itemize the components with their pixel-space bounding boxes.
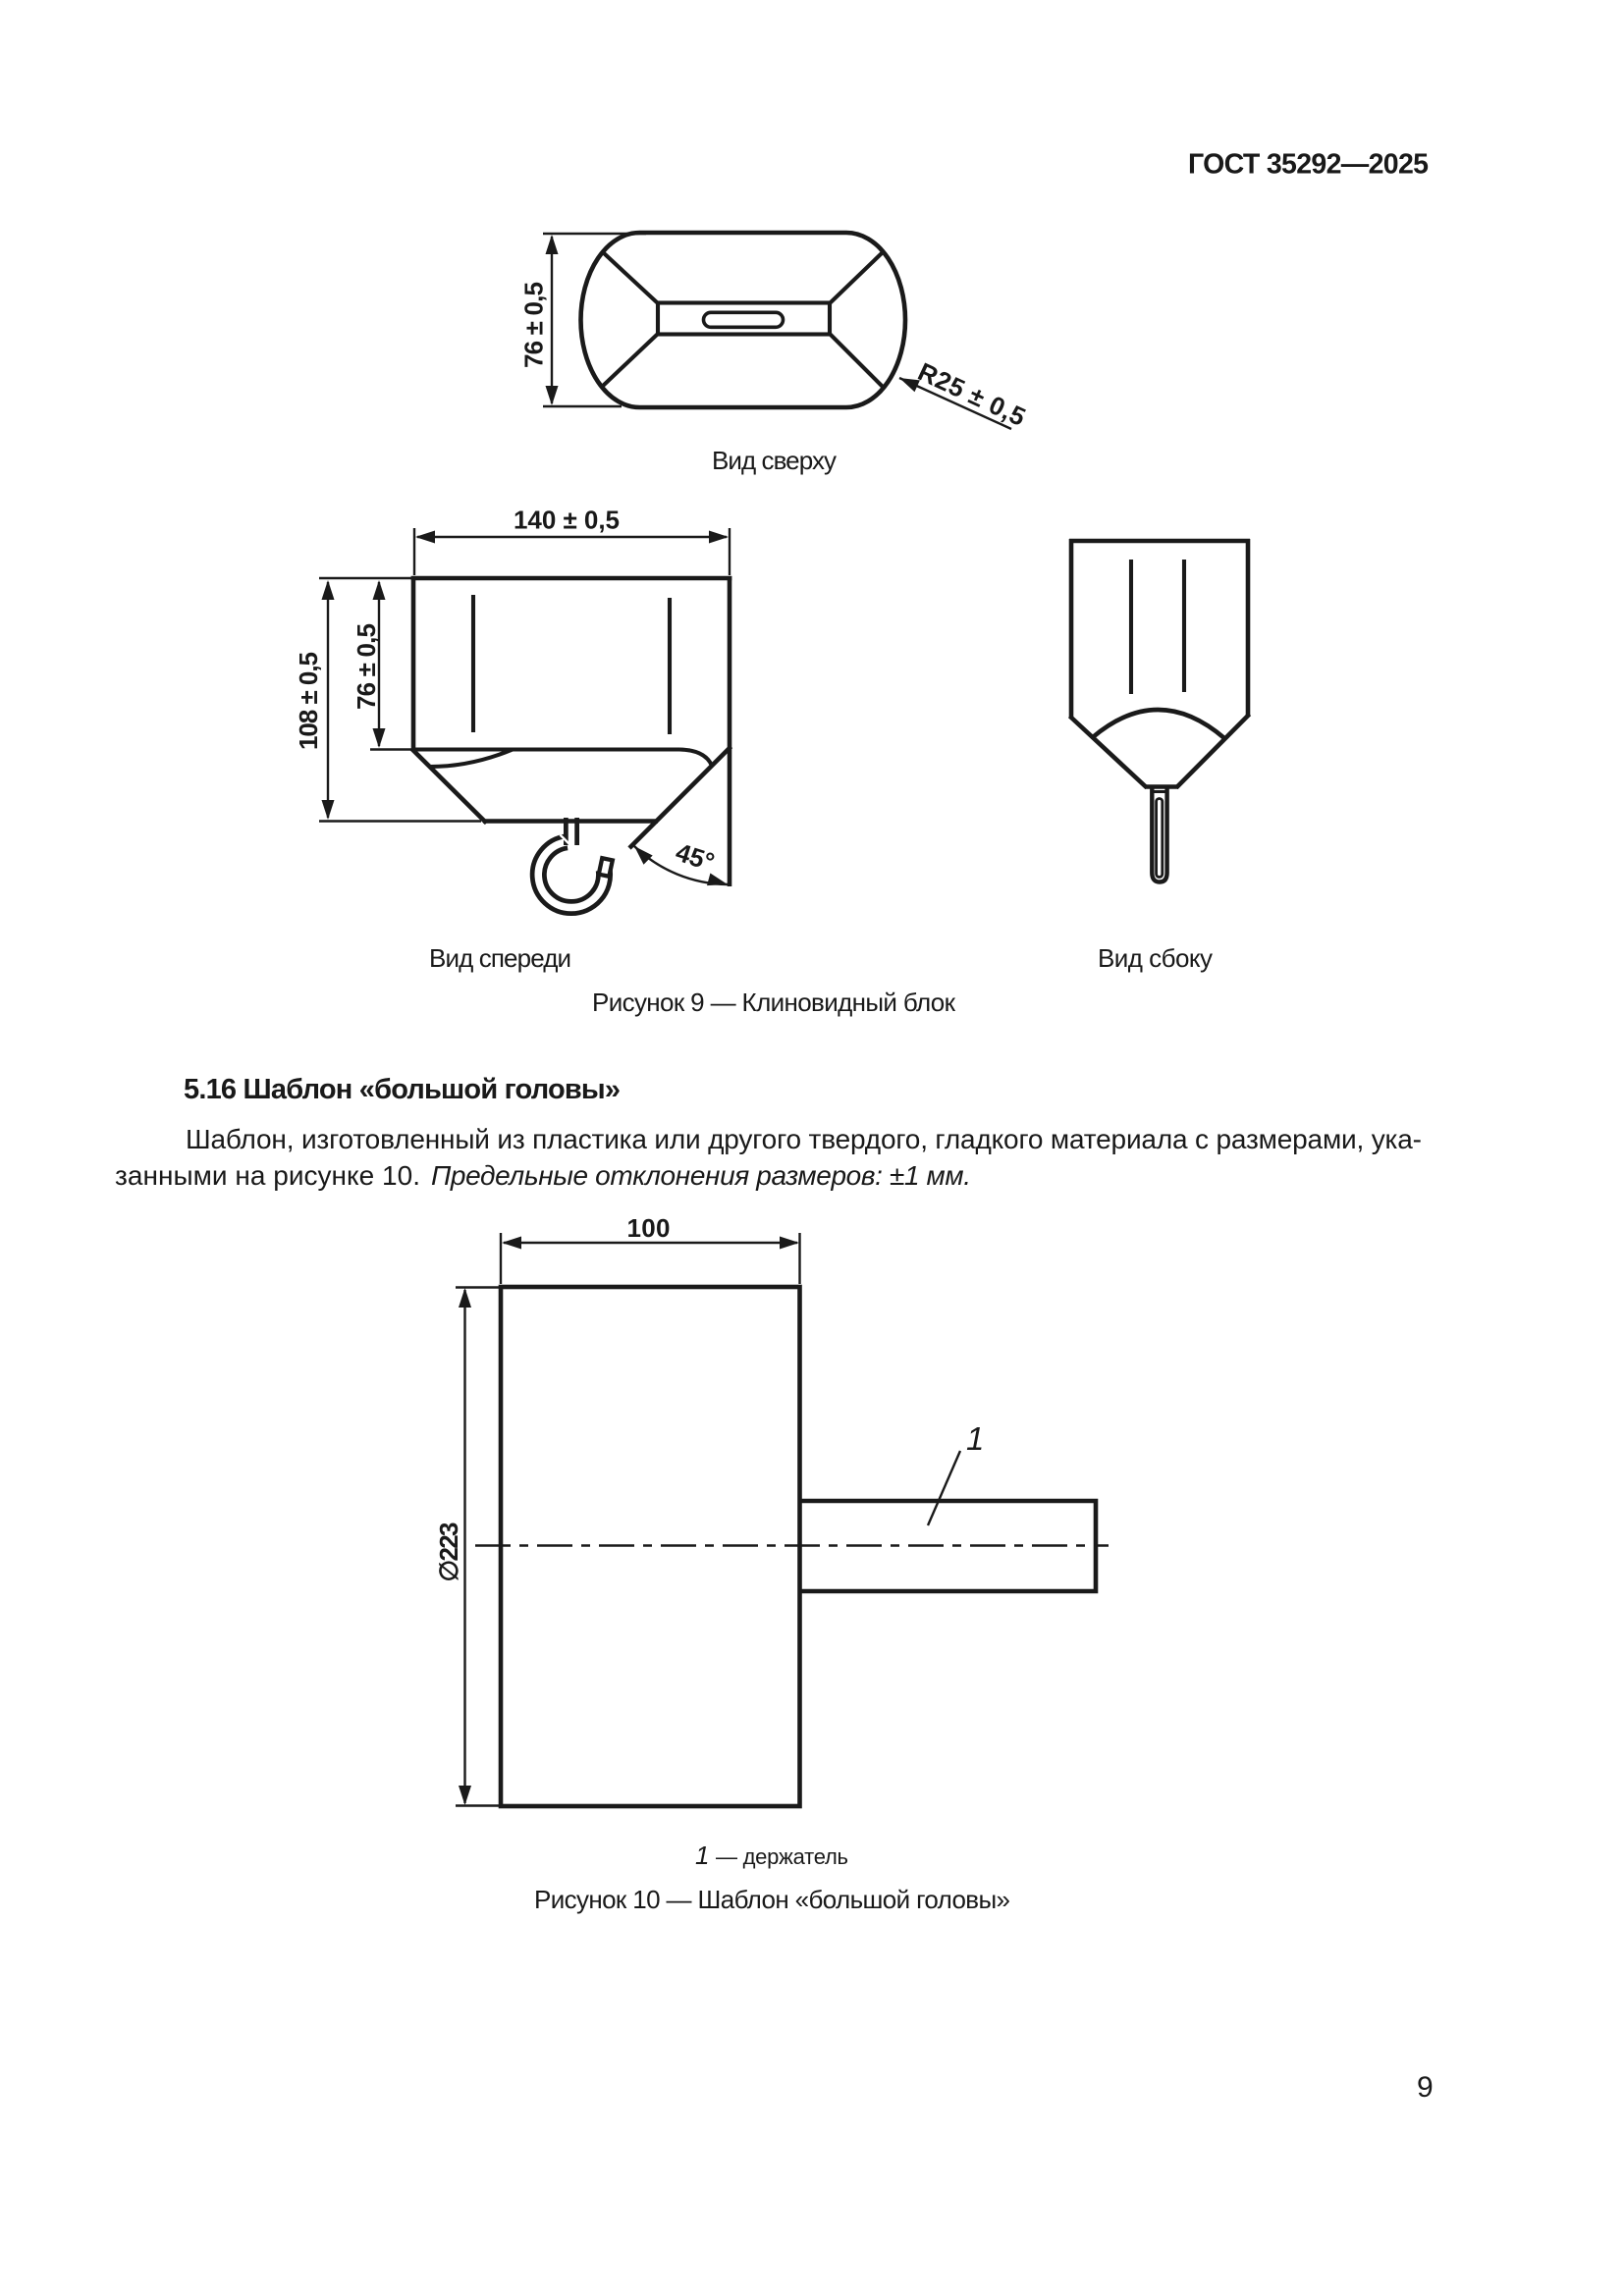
svg-text:140 ± 0,5: 140 ± 0,5	[514, 506, 620, 535]
svg-text:1: 1	[966, 1420, 984, 1457]
svg-text:108 ± 0,5: 108 ± 0,5	[294, 652, 323, 750]
svg-text:9: 9	[1417, 2071, 1434, 2104]
svg-text:Шаблон, изготовленный из пласт: Шаблон, изготовленный из пластика или др…	[186, 1124, 1422, 1154]
svg-text:1: 1	[695, 1841, 709, 1870]
svg-text:76 ± 0,5: 76 ± 0,5	[519, 282, 549, 368]
svg-text:Вид спереди: Вид спереди	[429, 943, 571, 973]
svg-text:Вид сверху: Вид сверху	[712, 446, 837, 475]
svg-text:Рисунок 9 — Клиновидный блок: Рисунок 9 — Клиновидный блок	[592, 988, 956, 1017]
svg-text:R25 ± 0,5: R25 ± 0,5	[913, 356, 1030, 432]
svg-text:Предельные отклонения размеров: Предельные отклонения размеров: ±1 мм.	[431, 1160, 971, 1191]
svg-text:∅223: ∅223	[434, 1522, 463, 1582]
svg-text:ГОСТ 35292—2025: ГОСТ 35292—2025	[1188, 149, 1429, 181]
svg-text:100: 100	[627, 1213, 671, 1243]
svg-text:45°: 45°	[673, 837, 719, 878]
svg-text:Рисунок 10 — Шаблон «большой г: Рисунок 10 — Шаблон «большой головы»	[534, 1885, 1010, 1914]
svg-text:— держатель: — держатель	[716, 1844, 848, 1869]
svg-text:занными на рисунке 10.: занными на рисунке 10.	[115, 1160, 420, 1191]
svg-text:76 ± 0,5: 76 ± 0,5	[352, 623, 381, 710]
svg-text:5.16 Шаблон «большой головы»: 5.16 Шаблон «большой головы»	[184, 1074, 621, 1105]
svg-text:Вид сбоку: Вид сбоку	[1098, 943, 1213, 973]
